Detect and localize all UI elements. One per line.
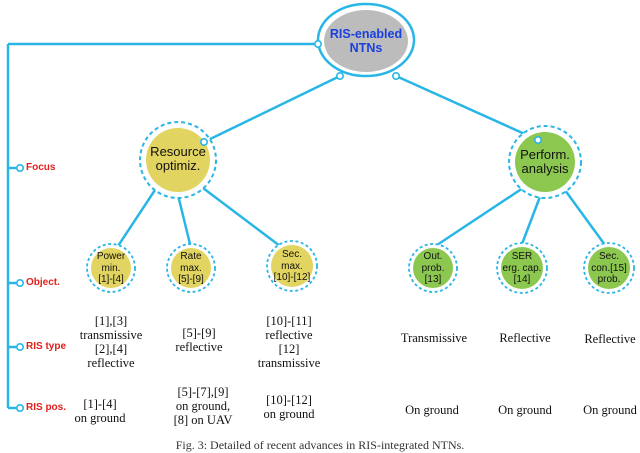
ris-type-cell: [1],[3] transmissive [2],[4] reflective <box>79 314 143 370</box>
focus-connector-dot <box>15 164 24 173</box>
ris-type-cell: [10]-[11] reflective [12] transmissive <box>257 314 321 370</box>
ser-ergodic-capacity-node <box>496 242 548 294</box>
object-side-label: Object. <box>26 277 60 288</box>
sec-max-label: Sec. max. [10]-[12] <box>273 249 311 283</box>
object-connector-dot <box>15 278 24 287</box>
security-max-node <box>266 240 318 292</box>
performance-analysis-node <box>508 125 582 199</box>
resource-label: Resource optimiz. <box>150 144 206 173</box>
rate-max-label: Rate max. [5]-[9] <box>178 251 204 285</box>
ser-label: SER erg. cap. [14] <box>502 251 542 285</box>
outage-prob-node <box>408 243 458 293</box>
connector-lines <box>6 42 607 410</box>
out-prob-label: Out. prob. [13] <box>421 251 445 285</box>
perform-label: Perform. analysis <box>520 147 570 176</box>
ris-type-cell: [5]-[9] reflective <box>175 326 223 354</box>
ris-type-cell: Transmissive <box>400 331 468 345</box>
ris-pos-connector-dot <box>15 403 24 412</box>
ris-pos-cell: On ground <box>583 403 637 417</box>
ris-pos-cell: [1]-[4] on ground <box>74 397 126 425</box>
power-min-node <box>86 243 136 293</box>
secrecy-conn-prob-node <box>583 242 635 294</box>
ris-pos-side-label: RIS pos. <box>26 402 67 413</box>
power-min-label: Power min. [1]-[4] <box>96 251 126 285</box>
ris-pos-cell: On ground <box>498 403 552 417</box>
root-node <box>313 2 416 81</box>
ris-pos-cell: [5]-[7],[9] on ground, [8] on UAV <box>173 385 233 427</box>
ris-type-side-label: RIS type <box>26 341 67 352</box>
ris-pos-cell: [10]-[12] on ground <box>263 393 315 421</box>
ris-type-cell: Reflective <box>584 332 636 346</box>
figure-caption: Fig. 3: Detailed of recent advances in R… <box>175 438 465 452</box>
rate-max-node <box>166 243 216 293</box>
ris-type-connector-dot <box>15 342 24 351</box>
resource-optimization-node <box>139 121 217 199</box>
root-label: RIS-enabled NTNs <box>329 27 403 55</box>
ris-type-cell: Reflective <box>499 331 551 345</box>
ris-pos-cell: On ground <box>405 403 459 417</box>
sec-con-label: Sec. con.[15] prob. <box>591 251 627 285</box>
focus-side-label: Focus <box>26 162 56 173</box>
